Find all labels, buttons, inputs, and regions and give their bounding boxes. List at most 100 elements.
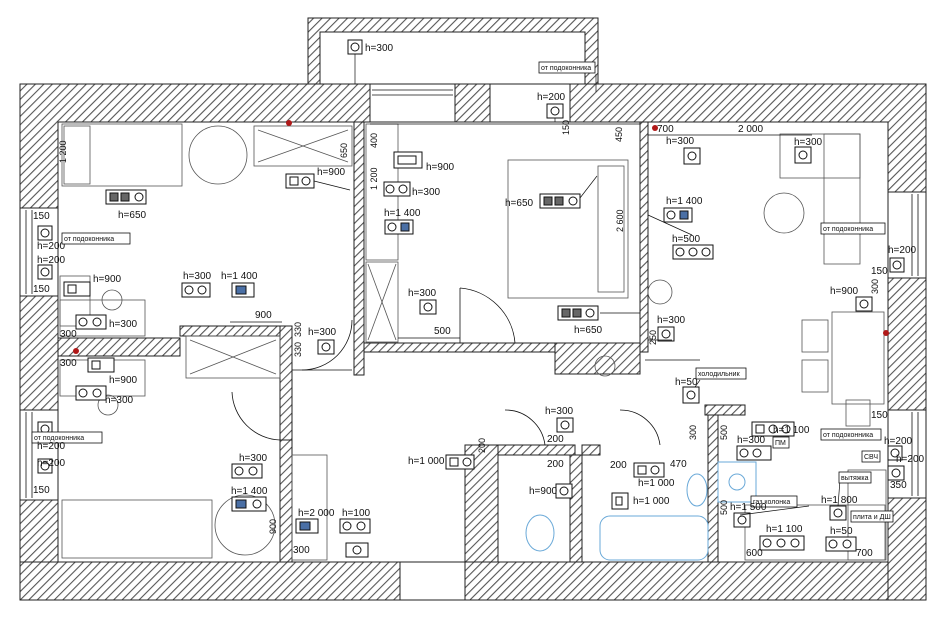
plan-label: 700 bbox=[657, 124, 674, 135]
dimension-label: 1 200 bbox=[369, 167, 379, 190]
plan-label: h=300 bbox=[545, 406, 574, 417]
plan-label: h=50 bbox=[830, 526, 853, 537]
label-box bbox=[31, 431, 103, 444]
doors bbox=[231, 287, 700, 446]
plan-label: h=1 400 bbox=[221, 271, 258, 282]
dimension-label: 1 200 bbox=[58, 140, 68, 163]
plan-label: h=200 bbox=[888, 245, 917, 256]
plan-label: газ.колонка bbox=[753, 499, 790, 506]
label-box bbox=[750, 495, 798, 508]
plan-label: h=1 000 bbox=[408, 456, 445, 467]
plan-label: h=1 400 bbox=[384, 208, 421, 219]
plan-label: h=900 bbox=[426, 162, 455, 173]
plan-label: h=650 bbox=[505, 198, 534, 209]
plan-label: h=1 000 bbox=[638, 478, 675, 489]
plan-label: 150 bbox=[33, 485, 50, 496]
dimension-lines bbox=[230, 123, 812, 339]
plan-label: h=1 100 bbox=[766, 524, 803, 535]
plan-label: h=500 bbox=[672, 234, 701, 245]
plan-label: от подоконника bbox=[541, 65, 591, 72]
plan-label: h=300 bbox=[794, 137, 823, 148]
label-box bbox=[850, 510, 894, 523]
interior-walls bbox=[57, 121, 746, 563]
plan-label: h=650 bbox=[574, 325, 603, 336]
plan-label: h=200 bbox=[37, 255, 66, 266]
plan-label: h=2 000 bbox=[298, 508, 335, 519]
label-box bbox=[772, 436, 790, 449]
plan-label: 500 bbox=[434, 326, 451, 337]
plan-label: h=300 bbox=[239, 453, 268, 464]
plan-label: 300 bbox=[60, 358, 77, 369]
plan-label: h=300 bbox=[105, 395, 134, 406]
plan-label: 150 bbox=[33, 211, 50, 222]
plan-label: плита и ДШ bbox=[853, 514, 891, 521]
dimension-label: 450 bbox=[614, 127, 624, 142]
plan-label: 470 bbox=[670, 459, 687, 470]
dimension-label: 330 bbox=[293, 342, 303, 357]
plan-label: h=900 bbox=[317, 167, 346, 178]
dimension-label: 900 bbox=[268, 519, 278, 534]
plan-label: 150 bbox=[33, 284, 50, 295]
label-box bbox=[61, 232, 131, 245]
plan-label: h=50 bbox=[675, 377, 698, 388]
plan-label: вытяжка bbox=[841, 475, 869, 482]
plan-label: h=300 bbox=[365, 43, 394, 54]
dimension-label: 200 bbox=[477, 438, 487, 453]
label-box bbox=[820, 428, 882, 441]
plan-label: h=200 bbox=[896, 454, 925, 465]
dimension-label: 300 bbox=[688, 425, 698, 440]
plan-label: h=650 bbox=[118, 210, 147, 221]
plan-label: h=900 bbox=[109, 375, 138, 386]
plan-label: 350 bbox=[890, 480, 907, 491]
windows bbox=[19, 83, 927, 601]
plan-label: 150 bbox=[871, 410, 888, 421]
plan-label: 150 bbox=[871, 266, 888, 277]
plan-label: h=200 bbox=[37, 441, 66, 452]
plan-label: h=200 bbox=[37, 241, 66, 252]
plan-label: 200 bbox=[547, 434, 564, 445]
plan-label: 600 bbox=[746, 548, 763, 559]
plan-label: h=100 bbox=[342, 508, 371, 519]
plan-label: от подоконника bbox=[64, 236, 114, 243]
socket-blocks bbox=[37, 39, 905, 558]
plan-label: h=1 100 bbox=[773, 425, 810, 436]
plan-label: 2 000 bbox=[738, 124, 763, 135]
label-box bbox=[695, 367, 747, 380]
dimension-label: 330 bbox=[293, 322, 303, 337]
red-markers bbox=[73, 120, 889, 354]
plan-label: h=300 bbox=[737, 435, 766, 446]
label-box bbox=[538, 61, 596, 74]
dimension-label: 650 bbox=[339, 143, 349, 158]
plan-label: h=200 bbox=[884, 436, 913, 447]
plan-label: от подоконника bbox=[823, 432, 873, 439]
plan-label: h=300 bbox=[666, 136, 695, 147]
label-box bbox=[838, 471, 872, 484]
outer-walls bbox=[19, 17, 927, 601]
plan-label: h=300 bbox=[109, 319, 138, 330]
plan-label: 700 bbox=[856, 548, 873, 559]
dimension-label: 400 bbox=[369, 133, 379, 148]
dimension-label: 500 bbox=[719, 500, 729, 515]
dimension-label: 150 bbox=[561, 120, 571, 135]
plan-label: h=300 bbox=[657, 315, 686, 326]
plan-label: h=1 400 bbox=[666, 196, 703, 207]
plan-label: h=300 bbox=[308, 327, 337, 338]
plan-label: СВЧ bbox=[864, 454, 878, 461]
plan-label: от подоконника bbox=[34, 435, 84, 442]
plan-label: h=900 bbox=[93, 274, 122, 285]
leader-lines bbox=[313, 54, 841, 516]
plan-label: от подоконника bbox=[823, 226, 873, 233]
plan-label: 200 bbox=[610, 460, 627, 471]
plan-label: h=200 bbox=[37, 458, 66, 469]
plan-label: 200 bbox=[547, 459, 564, 470]
plan-label: h=1 400 bbox=[231, 486, 268, 497]
furniture bbox=[59, 123, 887, 561]
label-box bbox=[861, 450, 881, 463]
plan-label: ПМ bbox=[775, 440, 786, 447]
dimension-label: 250 bbox=[648, 330, 658, 345]
plan-label: h=200 bbox=[537, 92, 566, 103]
plan-label: h=300 bbox=[412, 187, 441, 198]
